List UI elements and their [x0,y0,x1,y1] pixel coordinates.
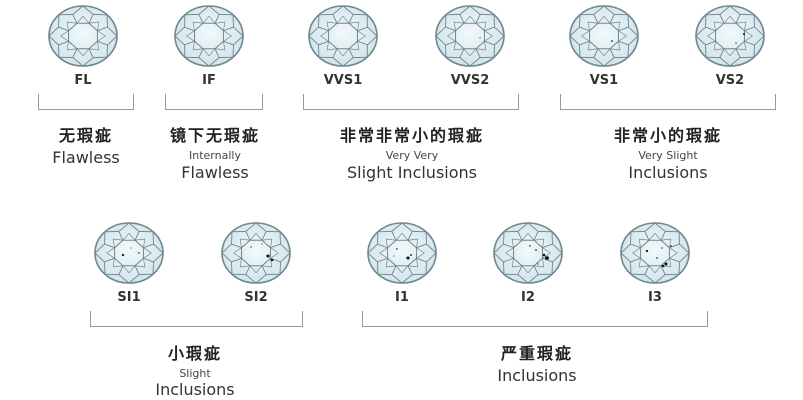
grade-label-fl: FL [74,73,92,88]
bracket-if [165,94,263,110]
diamond-icon-vvs1 [305,3,381,69]
grade-label-vvs1: VVS1 [323,73,363,88]
diamond-icon-si2 [218,220,294,286]
grade-label-si1: SI1 [117,290,141,305]
bracket-vvs [303,94,519,110]
group-vs-en: Inclusions [628,163,708,182]
group-vs-cn: 非常小的瑕疵 [613,126,722,145]
diamond-icon-i2 [490,220,566,286]
diamond-icon-si1 [91,220,167,286]
grade-label-i3: I3 [648,290,662,305]
grade-label-i1: I1 [395,290,409,305]
group-si-en: Inclusions [155,380,235,399]
grade-label-if: IF [202,73,216,88]
group-vvs-cn: 非常非常小的瑕疵 [339,126,484,145]
group-si-en-small: Slight [179,367,211,380]
group-fl-cn: 无瑕疵 [58,126,113,145]
diamond-icon-fl [45,3,121,69]
bracket-vs [560,94,776,110]
group-vs-en-small: Very Slight [638,149,698,162]
diamond-icon-if [171,3,247,69]
grade-label-si2: SI2 [244,290,268,305]
group-i-cn: 严重瑕疵 [500,344,573,363]
grade-label-i2: I2 [521,290,535,305]
group-vvs-en: Slight Inclusions [347,163,477,182]
grade-label-vvs2: VVS2 [450,73,490,88]
bracket-i [362,311,708,327]
group-i-en: Inclusions [497,366,577,385]
group-vvs-en-small: Very Very [385,149,439,162]
bracket-si [90,311,303,327]
grade-label-vs1: VS1 [589,73,619,88]
diamond-icon-vvs2 [432,3,508,69]
group-fl-en: Flawless [52,148,120,167]
grade-label-vs2: VS2 [715,73,745,88]
group-if-en: Flawless [181,163,249,182]
diamond-icon-vs2 [692,3,768,69]
diamond-icon-i1 [364,220,440,286]
diamond-icon-vs1 [566,3,642,69]
diamond-icon-i3 [617,220,693,286]
group-if-en-small: Internally [189,149,241,162]
group-if-cn: 镜下无瑕疵 [169,126,260,145]
bracket-fl [38,94,134,110]
group-si-cn: 小瑕疵 [167,344,222,363]
